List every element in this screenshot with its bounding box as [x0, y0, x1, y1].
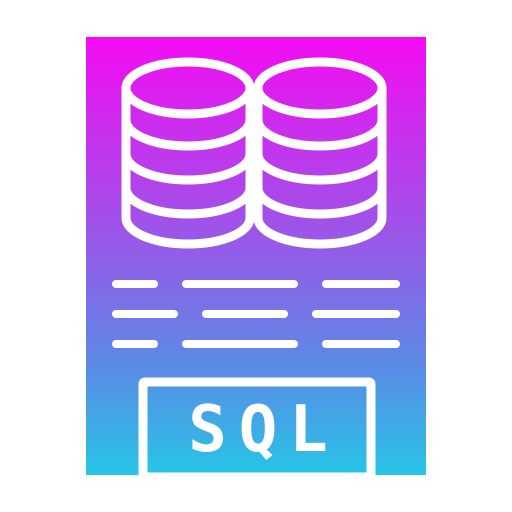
- label-box: [138, 377, 376, 482]
- sql-label: SQL: [188, 393, 340, 467]
- right-database-cylinder: [253, 57, 387, 249]
- left-database-cylinder: [121, 57, 255, 249]
- text-lines: [112, 280, 400, 348]
